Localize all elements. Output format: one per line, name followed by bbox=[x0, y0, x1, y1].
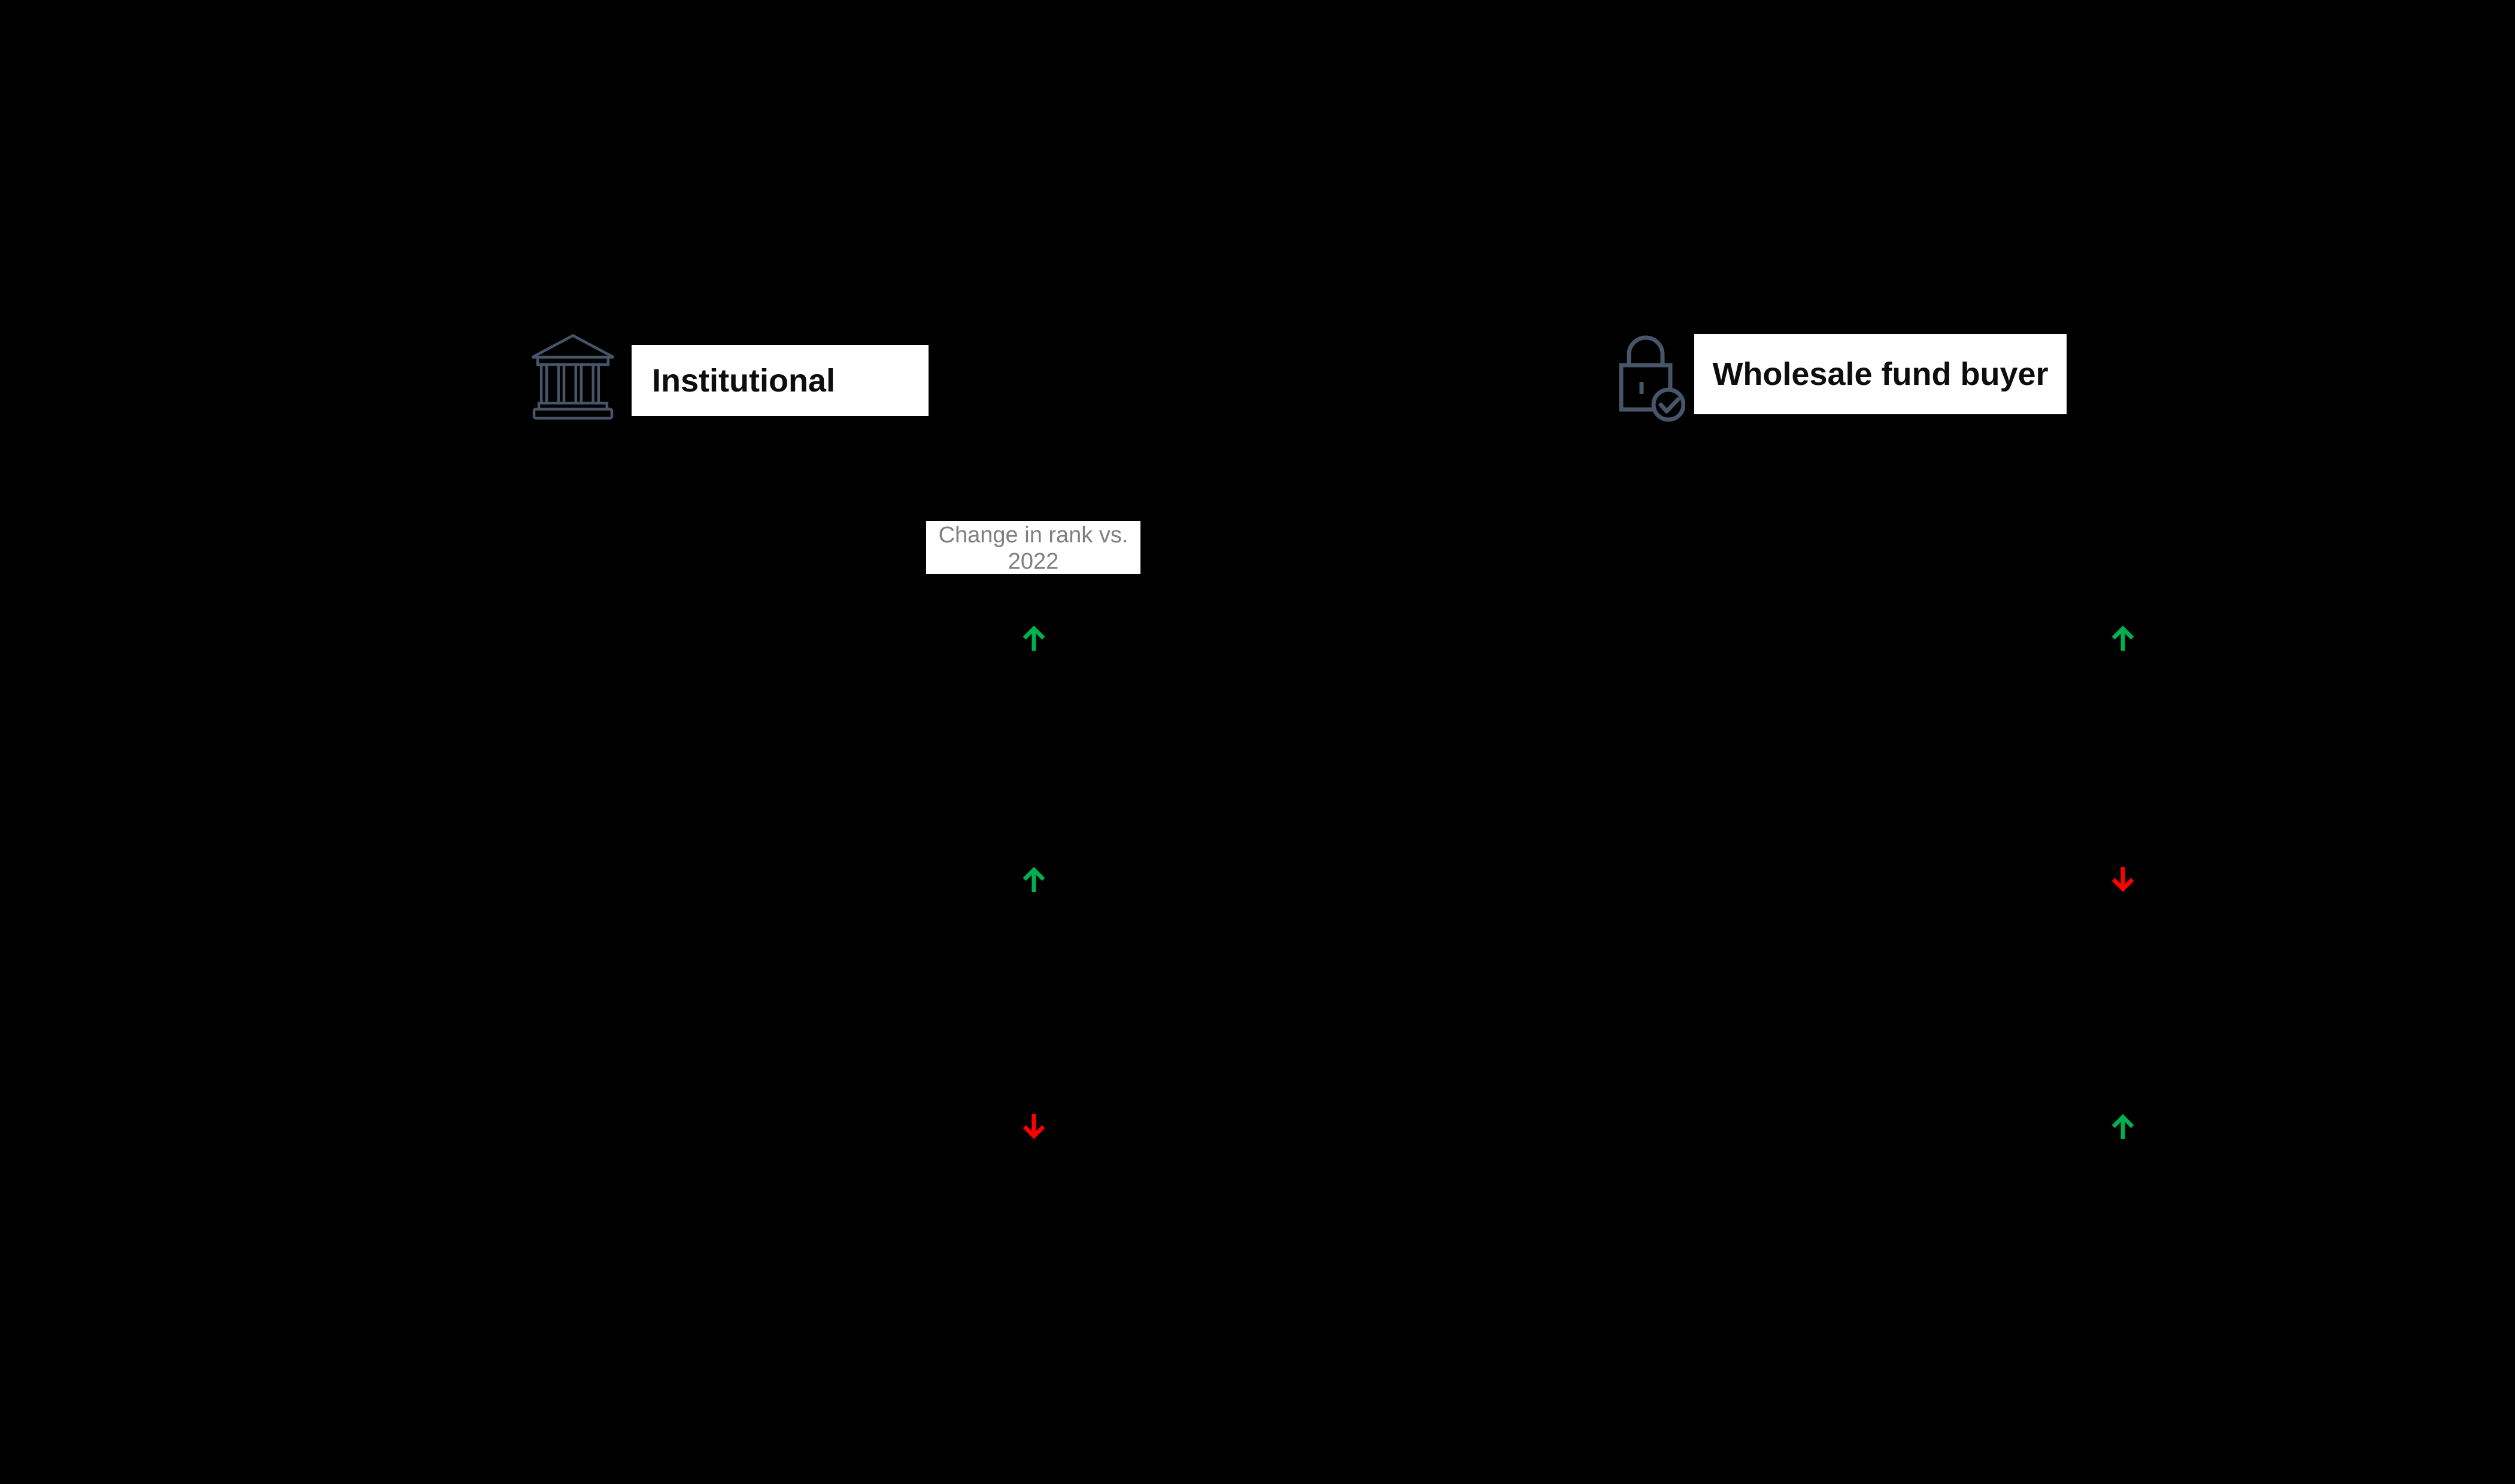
rank-legend-box: Change in rank vs. 2022 bbox=[926, 521, 1140, 574]
wholesale-label: Wholesale fund buyer bbox=[1712, 356, 2049, 392]
wholesale-label-box: Wholesale fund buyer bbox=[1694, 334, 2067, 414]
institutional-label: Institutional bbox=[652, 362, 835, 399]
rank-change-arrow-icon bbox=[1021, 1112, 1046, 1141]
bank-icon bbox=[529, 332, 617, 421]
rank-legend-label: Change in rank vs. 2022 bbox=[938, 523, 1128, 574]
rank-change-arrow-icon bbox=[1021, 624, 1046, 653]
institutional-label-box: Institutional bbox=[632, 345, 929, 416]
lock-check-icon bbox=[1606, 328, 1685, 423]
rank-change-arrow-icon bbox=[1021, 865, 1046, 894]
rank-change-arrow-icon bbox=[2110, 865, 2135, 894]
rank-change-arrow-icon bbox=[2110, 624, 2135, 653]
rank-change-arrow-icon bbox=[2110, 1112, 2135, 1141]
